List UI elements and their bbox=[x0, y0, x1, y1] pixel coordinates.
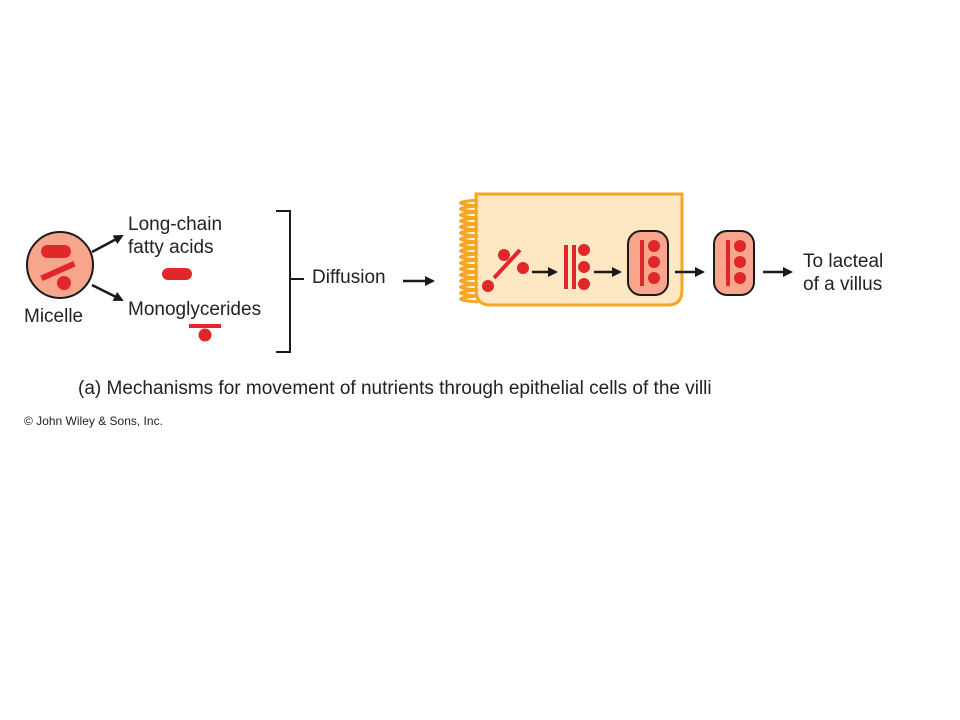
arrow-to-monoglycerides bbox=[91, 283, 124, 302]
micelle-icon bbox=[26, 231, 94, 299]
microvilli bbox=[459, 198, 479, 304]
chylomicron-icon-in-cell bbox=[627, 230, 669, 296]
diffusion-label: Diffusion bbox=[312, 267, 386, 288]
figure-caption: (a) Mechanisms for movement of nutrients… bbox=[78, 378, 712, 399]
villus-label: of a villus bbox=[803, 274, 883, 295]
copyright-notice: © John Wiley & Sons, Inc. bbox=[24, 414, 163, 428]
monoglycerides-label: Monoglycerides bbox=[128, 299, 262, 320]
chylomicron-icon bbox=[713, 230, 755, 296]
monoglyceride-icon bbox=[189, 324, 221, 342]
micelle-label: Micelle bbox=[24, 306, 84, 327]
bracket bbox=[276, 210, 291, 353]
long-chain-label: Long-chain bbox=[128, 214, 223, 235]
fatty-acids-label: fatty acids bbox=[128, 237, 214, 258]
fatty-acid-icon bbox=[162, 268, 192, 280]
triglyceride-icon bbox=[564, 244, 590, 290]
to-lacteal-label: To lacteal bbox=[803, 251, 884, 272]
fatty-acid-and-monoglyceride-in-cell bbox=[482, 248, 529, 292]
arrow-to-fatty-acids bbox=[91, 234, 124, 254]
